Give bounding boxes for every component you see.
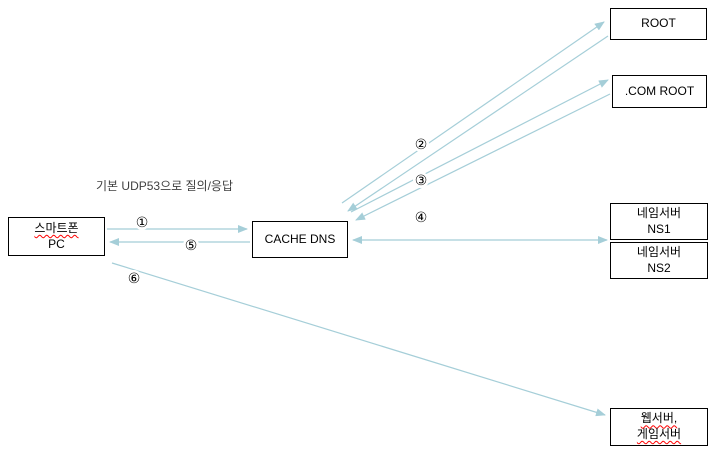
- node-com-root: .COM ROOT: [612, 75, 707, 108]
- node-nameserver-ns1: 네임서버 NS1: [610, 203, 708, 240]
- step-badge-3: ③: [413, 172, 429, 188]
- arrow-2-response-root-to-cache: [347, 35, 609, 212]
- node-ns1-label-line2: NS1: [647, 221, 671, 236]
- step-badge-5: ⑤: [183, 237, 199, 253]
- node-root-label: ROOT: [641, 16, 676, 31]
- node-gameserver-label: 게임서버: [636, 427, 682, 441]
- node-smartphone-pc-label-line2: PC: [48, 236, 65, 251]
- arrow-3-response-comroot-to-cache: [355, 93, 611, 221]
- udp53-caption: 기본 UDP53으로 질의/응답: [96, 179, 234, 193]
- node-webserver-gameserver: 웹서버, 게임서버: [610, 408, 708, 446]
- step-badge-4: ④: [413, 209, 429, 225]
- node-smartphone-pc-label-line1: 스마트폰: [34, 220, 79, 235]
- step-badge-2: ②: [413, 136, 429, 152]
- node-com-root-label: .COM ROOT: [624, 83, 695, 98]
- node-ns2-label-line2: NS2: [647, 260, 671, 275]
- node-root: ROOT: [610, 8, 707, 40]
- node-ns1-label-line1: 네임서버: [636, 205, 682, 220]
- node-nameserver-ns2: 네임서버 NS2: [610, 242, 708, 279]
- node-webserver-label: 웹서버,: [640, 411, 678, 426]
- step-badge-6: ⑥: [126, 270, 142, 286]
- step-badge-1: ①: [134, 214, 150, 230]
- node-cache-dns: CACHE DNS: [252, 221, 348, 258]
- node-ns2-label-line1: 네임서버: [636, 244, 682, 259]
- node-smartphone-pc: 스마트폰 PC: [8, 217, 105, 256]
- arrow-3-query-cache-to-comroot: [350, 79, 609, 213]
- arrow-2-query-cache-to-root: [341, 21, 605, 204]
- arrow-6-client-to-webserver: [111, 262, 606, 417]
- node-cache-dns-label: CACHE DNS: [264, 231, 336, 246]
